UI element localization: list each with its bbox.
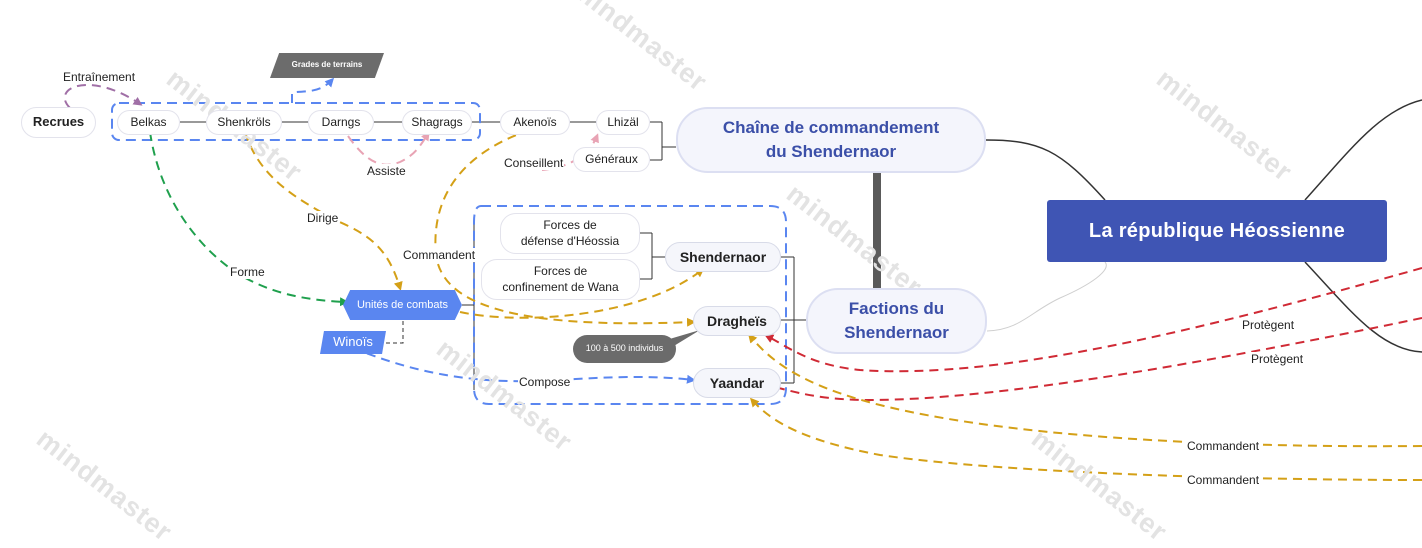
label-commandent-2: Commandent [1186, 473, 1261, 487]
topic-chain-line1: Chaîne de commandement [722, 118, 940, 138]
rel-protegent-2 [770, 317, 1422, 402]
forces-wana-line2: confinement de Wana [502, 279, 619, 294]
node-yaandar[interactable]: Yaandar [693, 368, 781, 398]
connector-central-to-right-bottom [1304, 261, 1422, 353]
node-forces-heossia[interactable]: Forces de défense d'Héossia [500, 213, 640, 254]
rel-commandent-1 [748, 333, 1422, 448]
label-dirige: Dirige [306, 211, 340, 225]
label-assiste: Assiste [366, 164, 407, 178]
node-akenois[interactable]: Akenoïs [500, 110, 570, 135]
node-recrues[interactable]: Recrues [21, 107, 96, 138]
connector-chain-children [650, 121, 676, 161]
label-commandent-1: Commandent [1186, 439, 1261, 453]
connector-winois-units [386, 320, 404, 344]
forces-wana-line1: Forces de [533, 263, 588, 278]
connector-shendernaor-children [640, 232, 665, 280]
rel-commandent-left [434, 129, 696, 327]
topic-chain-of-command[interactable]: Chaîne de commandement du Shendernaor [676, 107, 986, 173]
central-topic-label: La république Héossienne [1088, 220, 1346, 242]
node-darngs[interactable]: Darngs [308, 110, 374, 135]
topic-factions-line1: Factions du [848, 299, 945, 319]
rel-protegent-1 [764, 267, 1422, 373]
boundary-field-ranks [111, 102, 481, 141]
connector-central-to-right-top [1304, 99, 1422, 201]
connector-chain-to-central [985, 139, 1106, 201]
forces-heossia-line2: défense d'Héossia [520, 233, 620, 248]
boundary-factions [473, 205, 787, 405]
node-winois[interactable]: Winoïs [320, 331, 386, 354]
node-generaux[interactable]: Généraux [573, 147, 650, 172]
connector-factions-to-central [986, 261, 1107, 332]
rel-entrainement [63, 83, 143, 109]
node-shagrags[interactable]: Shagrags [402, 110, 472, 135]
tag-grades-terrains[interactable]: Grades de terrains [270, 53, 384, 78]
node-belkas[interactable]: Belkas [117, 110, 180, 135]
label-compose: Compose [518, 375, 572, 389]
label-entrainement: Entraînement [62, 70, 137, 84]
connector-chain-factions-bar [873, 173, 881, 288]
label-commandent-left: Commandent [402, 248, 477, 262]
node-shenkrols[interactable]: Shenkröls [206, 110, 282, 135]
rel-units-to-shendernaor [459, 268, 705, 319]
rel-grades [291, 77, 335, 103]
label-conseillent: Conseillent [503, 156, 565, 170]
node-unites-combats[interactable]: Unités de combats [343, 290, 462, 320]
node-shendernaor[interactable]: Shendernaor [665, 242, 781, 272]
connector-factions-children [781, 256, 806, 384]
topic-factions[interactable]: Factions du Shendernaor [806, 288, 987, 354]
central-topic[interactable]: La république Héossienne [1047, 200, 1387, 262]
topic-chain-line2: du Shendernaor [765, 142, 897, 161]
relationship-canvas [63, 77, 1422, 481]
topic-factions-line2: Shendernaor [844, 323, 949, 342]
label-protegent-2: Protègent [1250, 352, 1305, 366]
node-forces-wana[interactable]: Forces de confinement de Wana [481, 259, 640, 300]
node-lhizal[interactable]: Lhizäl [596, 110, 650, 135]
rel-assiste [347, 131, 430, 166]
callout-individus[interactable]: 100 à 500 individus [573, 335, 676, 363]
node-dragheis[interactable]: Dragheïs [693, 306, 781, 336]
label-forme: Forme [229, 265, 266, 279]
label-protegent-1: Protègent [1241, 318, 1296, 332]
forces-heossia-line1: Forces de [543, 217, 597, 232]
